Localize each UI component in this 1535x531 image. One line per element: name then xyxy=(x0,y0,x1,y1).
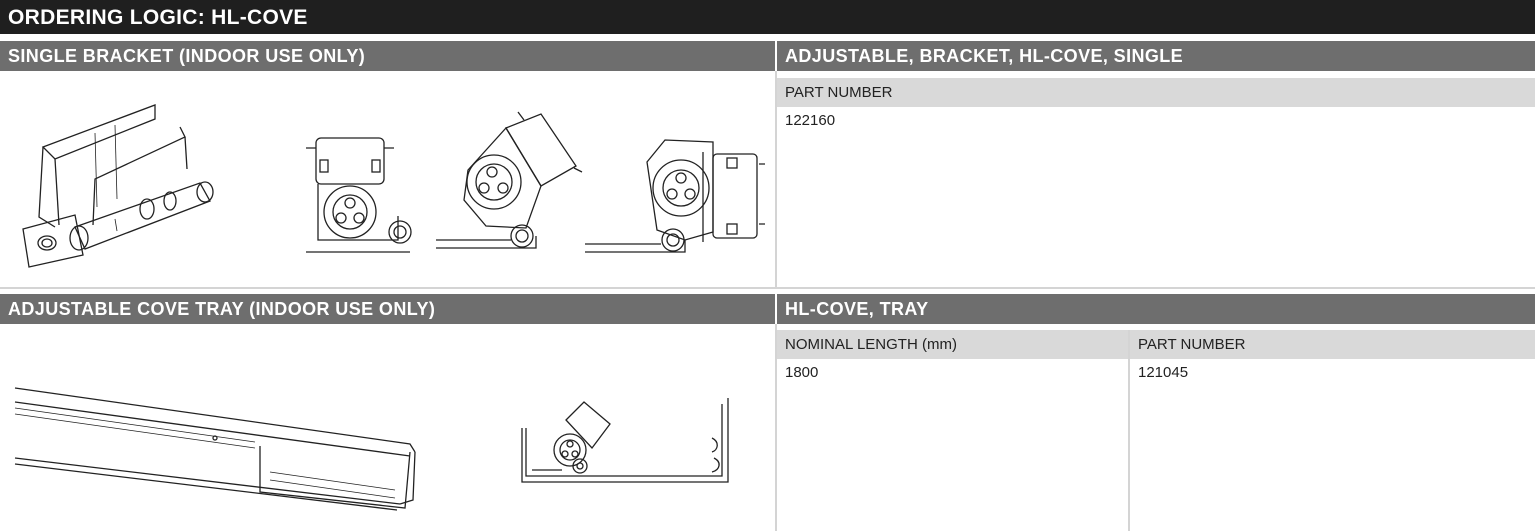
tray-isometric-drawing xyxy=(14,387,420,523)
bracket-side-view-drawing xyxy=(585,112,765,263)
nominal-length-column-header: NOMINAL LENGTH (mm) xyxy=(777,330,1128,359)
page-title: ORDERING LOGIC: HL-COVE xyxy=(0,0,1535,34)
bracket-spec-header: ADJUSTABLE, BRACKET, HL-COVE, SINGLE xyxy=(777,41,1535,71)
bracket-part-number: 122160 xyxy=(785,112,836,129)
divider xyxy=(0,287,1535,289)
bracket-front-view-drawing xyxy=(298,130,418,265)
cove-tray-header: ADJUSTABLE COVE TRAY (INDOOR USE ONLY) xyxy=(0,294,775,324)
bracket-tilted-view-drawing xyxy=(436,108,586,261)
single-bracket-header: SINGLE BRACKET (INDOOR USE ONLY) xyxy=(0,41,775,71)
part-number-column-header: PART NUMBER xyxy=(777,78,1535,107)
bracket-isometric-drawing xyxy=(15,97,240,274)
divider xyxy=(775,324,777,531)
tray-part-number: 121045 xyxy=(1138,364,1189,381)
tray-nominal-length: 1800 xyxy=(785,364,819,381)
divider xyxy=(1128,330,1130,531)
tray-section-drawing xyxy=(521,398,734,493)
tray-spec-header: HL-COVE, TRAY xyxy=(777,294,1535,324)
part-number-column-header: PART NUMBER xyxy=(1130,330,1535,359)
divider xyxy=(775,71,777,287)
